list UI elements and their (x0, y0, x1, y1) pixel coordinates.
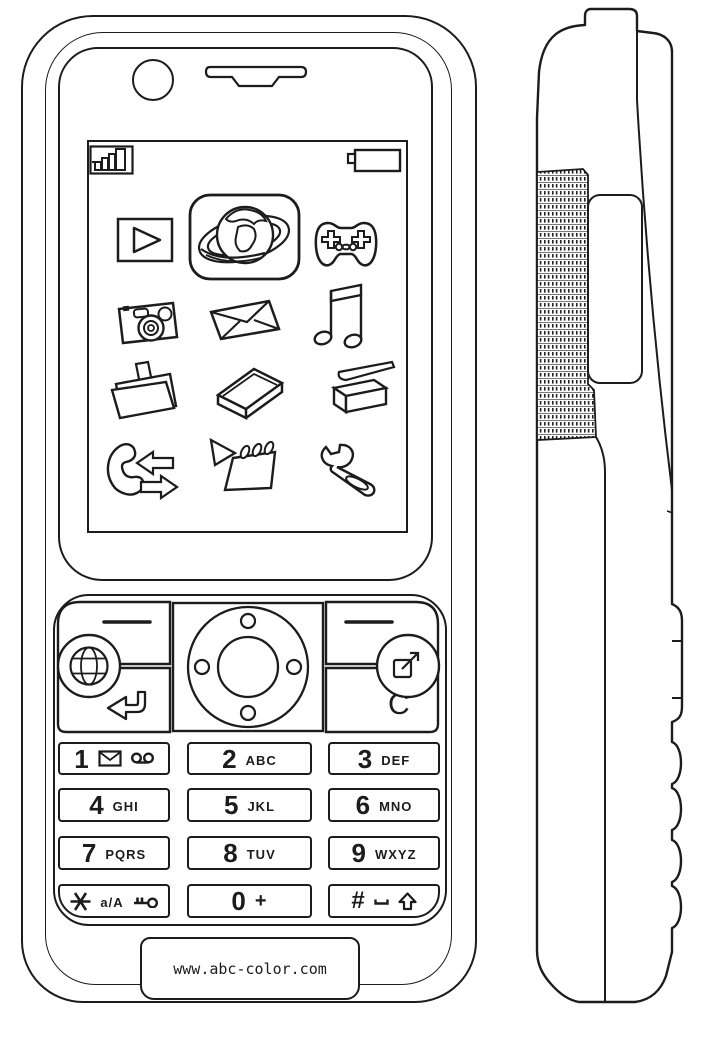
key-lock-icon (133, 897, 158, 908)
key-6-letters: MNO (379, 799, 413, 814)
key-0-plus: + (254, 890, 268, 912)
key-7-letters: PQRS (105, 847, 147, 862)
website-label: www.abc-color.com (173, 959, 327, 978)
key-star: a/A (58, 884, 170, 918)
book-icon (215, 367, 285, 421)
earpiece-speaker-icon (204, 65, 308, 88)
key-3-letters: DEF (381, 752, 411, 768)
tools-wrench-icon (320, 443, 376, 497)
back-arrow-icon (106, 690, 147, 721)
signal-strength-icon (89, 145, 134, 175)
phone-faceplate (58, 47, 433, 581)
file-folder-icon (110, 360, 178, 420)
key-9: 9 WXYZ (328, 836, 440, 870)
messages-envelope-icon (209, 299, 281, 341)
side-inner-panel (587, 194, 643, 384)
games-controller-icon (314, 221, 378, 267)
call-log-icon (106, 443, 179, 500)
key-8: 8 TUV (187, 836, 312, 870)
key-8-digit: 8 (223, 838, 238, 868)
web-browser-icon (188, 193, 301, 281)
voicemail-icon (130, 752, 154, 764)
key-5-digit: 5 (223, 790, 239, 820)
key-6-digit: 6 (355, 790, 371, 820)
key-2-letters: ABC (245, 752, 277, 768)
key-1-digit: 1 (74, 743, 89, 774)
key-4-digit: 4 (89, 790, 104, 820)
key-5: 5 JKL (187, 788, 312, 822)
keypad-group (53, 594, 447, 926)
side-edge-tick (666, 510, 674, 514)
volume-rocker-notches (672, 640, 682, 699)
key-7-digit: 7 (81, 838, 97, 868)
key-6: 6 MNO (328, 788, 440, 822)
envelope-icon (98, 750, 122, 767)
dash-icon (373, 899, 389, 905)
phone-front-outer-shell (21, 15, 477, 1003)
music-notes-icon (313, 283, 363, 349)
phone-screen (87, 140, 408, 533)
key-2: 2 ABC (187, 742, 312, 775)
key-0-digit: 0 (231, 886, 246, 916)
grip-texture-panel (536, 168, 597, 441)
dpad (186, 605, 310, 729)
media-player-icon (116, 217, 174, 263)
nav-cluster: C (56, 600, 441, 734)
phone-side-view (535, 7, 684, 1004)
stapler-box-icon (330, 360, 396, 415)
side-seam-line (595, 436, 606, 1001)
key-2-digit: 2 (222, 743, 237, 774)
star-key-icon (70, 891, 91, 911)
key-9-letters: WXYZ (374, 847, 417, 862)
key-7: 7 PQRS (58, 836, 170, 870)
website-plaque: www.abc-color.com (140, 937, 360, 1000)
key-4-letters: GHI (112, 799, 139, 814)
side-silhouette (535, 7, 684, 1004)
notes-pad-icon (209, 437, 277, 492)
key-hash: # (328, 884, 440, 918)
shift-arrow-icon (398, 891, 417, 910)
key-8-letters: TUV (246, 847, 276, 862)
external-link-icon (392, 651, 420, 679)
key-3-digit: 3 (357, 743, 373, 774)
key-5-letters: JKL (247, 799, 276, 814)
key-hash-digit: # (351, 887, 365, 914)
key-1: 1 (58, 742, 170, 775)
front-camera-icon (132, 59, 174, 101)
key-9-digit: 9 (351, 838, 366, 868)
camera-app-icon (117, 301, 179, 345)
key-0: 0 + (187, 884, 312, 918)
key-4: 4 GHI (58, 788, 170, 822)
back-cover-seam (636, 31, 673, 491)
globe-icon (69, 646, 109, 686)
battery-icon (346, 148, 402, 173)
key-3: 3 DEF (328, 742, 440, 775)
key-star-letters: a/A (100, 895, 124, 910)
